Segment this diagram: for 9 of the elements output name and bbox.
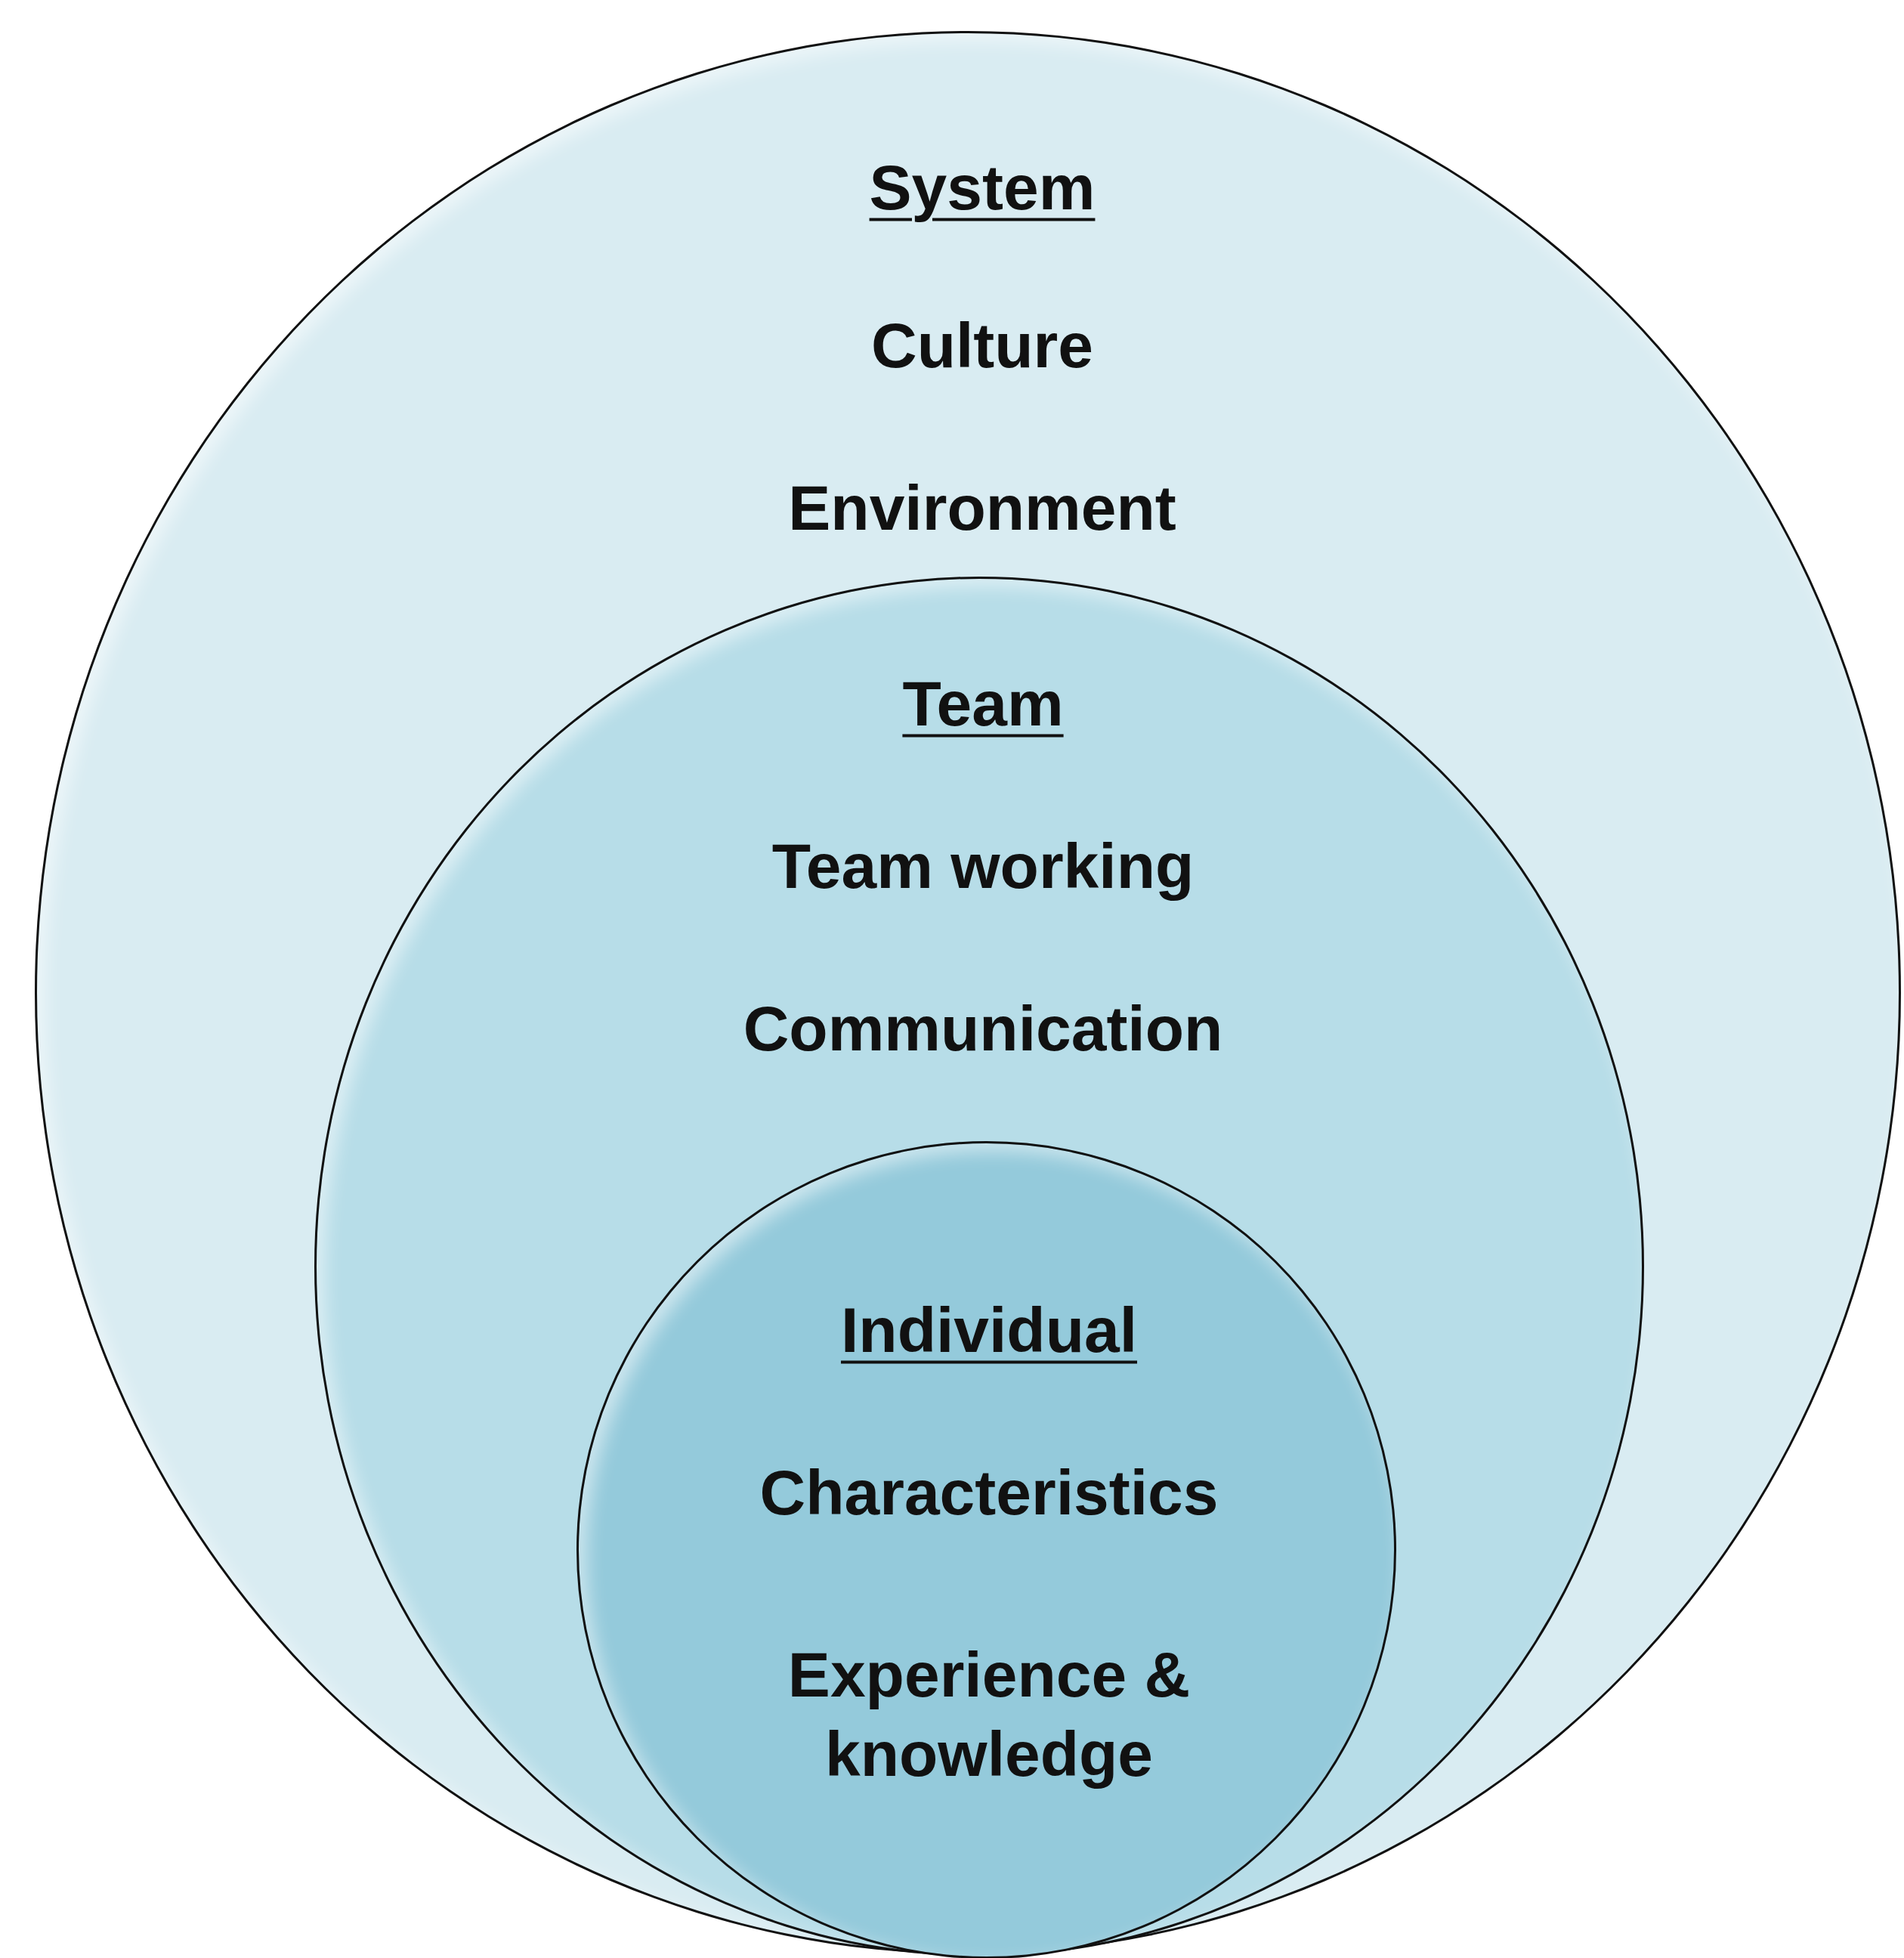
circle-heading: Individual (841, 1293, 1137, 1367)
circle-heading: System (869, 150, 1096, 224)
circle-text: Experience & knowledge (787, 1638, 1192, 1791)
circle-text: Team working (771, 829, 1195, 903)
circle-heading: Team (902, 667, 1064, 741)
circle-text: Characteristics (759, 1455, 1219, 1530)
circle-text: Environment (788, 471, 1176, 545)
circle-text: Communication (743, 991, 1223, 1066)
circle-text: Culture (871, 308, 1093, 382)
